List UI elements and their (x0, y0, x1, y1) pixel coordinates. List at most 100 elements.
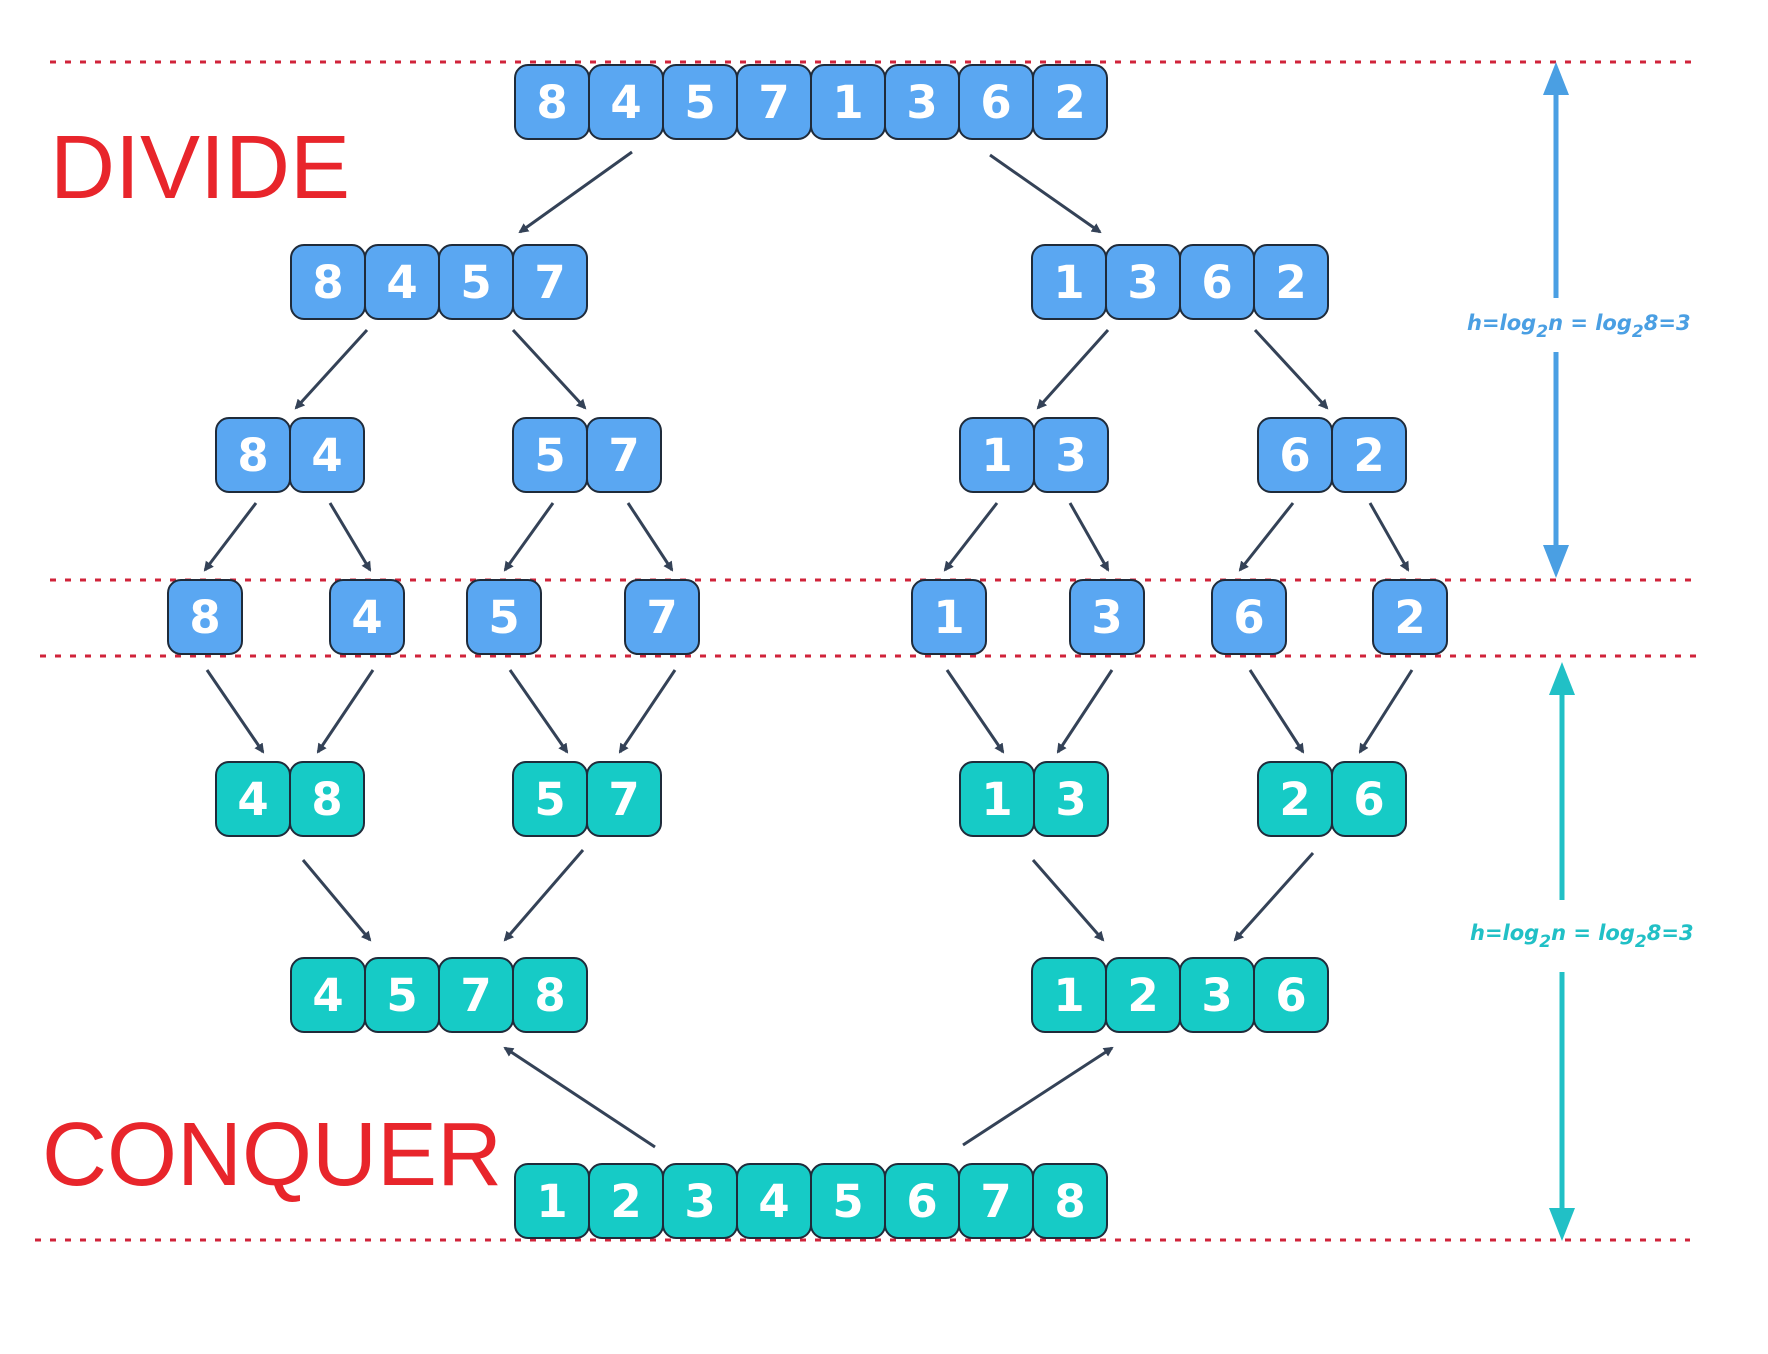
array-cell (1033, 417, 1109, 493)
array-cell-value: 7 (534, 256, 565, 309)
flow-arrow-16 (316, 669, 375, 754)
array-cell-value: 8 (311, 773, 342, 826)
array-cell (1069, 579, 1145, 655)
arrows (203, 150, 1414, 1149)
conquer-height-formula: h=log2n = log28=3 (1470, 921, 1694, 952)
flow-arrow-28 (962, 1046, 1114, 1147)
flow-arrow-23 (301, 859, 372, 942)
array-cell (167, 579, 243, 655)
array-cell-value: 6 (906, 1175, 937, 1228)
flow-arrow-13 (1238, 502, 1295, 572)
array-cell-value: 5 (684, 76, 715, 129)
array-cell-value: 5 (534, 429, 565, 482)
array-cell (512, 957, 588, 1033)
array-cell (1372, 579, 1448, 655)
array-cell-value: 5 (488, 591, 519, 644)
array-cell-value: 4 (351, 591, 382, 644)
array-cell (624, 579, 700, 655)
array-cell-value: 6 (1353, 773, 1384, 826)
array-cell-value: 3 (906, 76, 937, 129)
separator-lines (35, 60, 1700, 1242)
array-cell-value: 2 (1353, 429, 1384, 482)
divide-label: DIVIDE (50, 118, 350, 218)
divide-level3-array-8: 2 (1372, 579, 1448, 655)
array-cell-value: 7 (608, 773, 639, 826)
array-cell-value: 7 (980, 1175, 1011, 1228)
array-cell-value: 5 (534, 773, 565, 826)
flow-arrow-21 (1248, 669, 1305, 754)
array-cell-value: 2 (610, 1175, 641, 1228)
conquer-height-arrow-down-icon (1549, 1208, 1575, 1241)
array-cell (1211, 579, 1287, 655)
divide-level3-array-4: 7 (624, 579, 700, 655)
array-cell-value: 6 (1233, 591, 1264, 644)
array-cell-value: 3 (1055, 773, 1086, 826)
array-cell-value: 1 (933, 591, 964, 644)
array-cell (1033, 761, 1109, 837)
array-cell-value: 1 (536, 1175, 567, 1228)
array-cell-value: 5 (832, 1175, 863, 1228)
array-cell-value: 5 (386, 969, 417, 1022)
array-cell-value: 4 (237, 773, 268, 826)
flow-arrow-20 (1056, 669, 1114, 754)
flow-arrow-14 (1368, 502, 1410, 572)
conquer-height-arrow-up-icon (1549, 662, 1575, 695)
divide-level3-array-3: 5 (466, 579, 542, 655)
flow-arrow-1 (518, 150, 633, 234)
array-cell-value: 1 (981, 429, 1012, 482)
flow-arrow-19 (945, 669, 1005, 754)
array-cell (1032, 1163, 1108, 1239)
array-cell-value: 2 (1127, 969, 1158, 1022)
array-cell-value: 7 (758, 76, 789, 129)
array-cell-value: 6 (1275, 969, 1306, 1022)
divide-height-marker: h=log2n = log28=3 (1467, 62, 1691, 578)
flow-arrow-6 (1253, 328, 1329, 410)
array-cell-value: 4 (311, 429, 342, 482)
array-cell-value: 4 (312, 969, 343, 1022)
array-cell-value: 4 (386, 256, 417, 309)
array-cell (512, 244, 588, 320)
divide-level3-array-5: 1 (911, 579, 987, 655)
formula-sub1: 2 (1539, 932, 1551, 952)
array-cell-value: 3 (684, 1175, 715, 1228)
array-cell-value: 8 (534, 969, 565, 1022)
flow-arrow-12 (1068, 502, 1110, 572)
array-cell (289, 761, 365, 837)
array-cell-value: 1 (1053, 969, 1084, 1022)
array-cell-value: 7 (460, 969, 491, 1022)
array-cell-value: 8 (312, 256, 343, 309)
formula-suffix: 8=3 (1647, 921, 1694, 945)
array-cell (1253, 244, 1329, 320)
conquer-height-marker: h=log2n = log28=3 (1470, 662, 1694, 1241)
flow-arrow-17 (508, 669, 569, 754)
array-cell-value: 8 (189, 591, 220, 644)
array-cell (1032, 64, 1108, 140)
flow-arrow-4 (511, 328, 587, 410)
flow-arrow-24 (503, 849, 585, 942)
array-cell-value: 1 (1053, 256, 1084, 309)
divide-height-arrow-up-icon (1543, 62, 1569, 95)
array-cell-value: 8 (1054, 1175, 1085, 1228)
formula-mid: n = log (1551, 921, 1635, 945)
array-cell-value: 3 (1127, 256, 1158, 309)
divide-level3-array-1: 8 (167, 579, 243, 655)
array-cell-value: 1 (981, 773, 1012, 826)
divide-level3-array-6: 3 (1069, 579, 1145, 655)
array-cell-value: 4 (758, 1175, 789, 1228)
array-cell-value: 6 (980, 76, 1011, 129)
array-cell (586, 761, 662, 837)
array-cell-value: 6 (1279, 429, 1310, 482)
array-cell (1331, 417, 1407, 493)
flow-arrow-25 (1031, 859, 1105, 942)
formula-prefix: h=log (1470, 921, 1539, 945)
formula-suffix: 8=3 (1644, 311, 1691, 335)
